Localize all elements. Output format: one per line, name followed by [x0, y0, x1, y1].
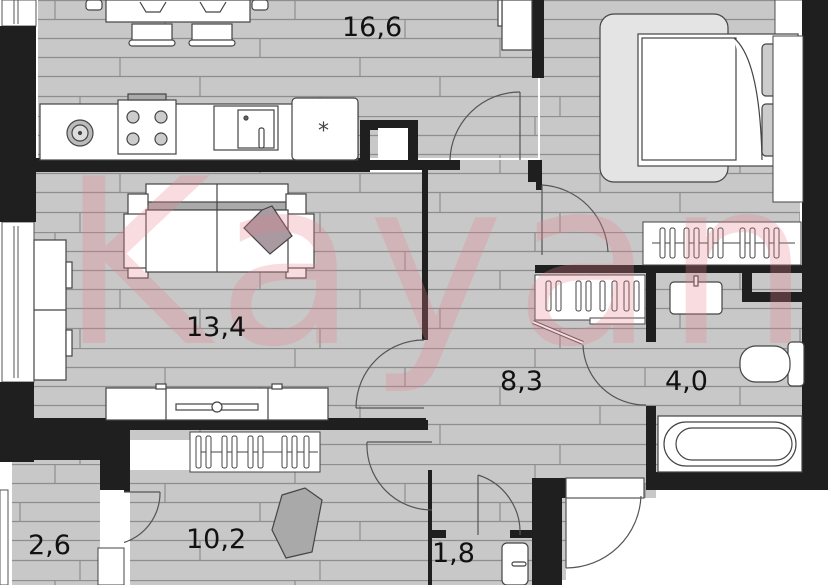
door-living[interactable] [355, 339, 425, 409]
entrance-landing [566, 498, 828, 585]
door-kitchen[interactable] [449, 91, 521, 161]
area-label-kitchen-dining: 16,6 [342, 12, 403, 43]
kitchen-counter: * [39, 93, 359, 161]
toilet-icon [739, 341, 805, 387]
doors [106, 91, 647, 569]
washing-machine-icon [66, 119, 94, 147]
area-label-hallway: 8,3 [500, 366, 543, 397]
window-bedroom-right [774, 0, 806, 37]
fridge-icon: * [291, 97, 359, 161]
svg-text:*: * [318, 119, 329, 144]
sink-icon [213, 105, 279, 151]
wardrobe-bedroom-2 [130, 431, 321, 473]
bathtub-icon [657, 415, 803, 473]
media-console [105, 383, 329, 421]
pouf-icon [271, 487, 323, 559]
tv-cabinet-side [33, 239, 73, 381]
door-bathroom[interactable] [532, 320, 647, 406]
area-label-wc: 1,8 [432, 538, 475, 569]
window-kitchen [1, 0, 37, 27]
bathroom-sink-icon [669, 281, 723, 315]
wardrobe-hallway [534, 274, 646, 325]
closet-niche [378, 128, 408, 158]
bed [599, 13, 799, 183]
balcony-doorway [100, 490, 124, 550]
balcony-door-frame [97, 547, 125, 585]
door-bedroom[interactable] [541, 184, 609, 255]
bathroom-fixtures [657, 275, 805, 473]
dining-table-set [85, 0, 269, 47]
area-label-bedroom-2: 10,2 [186, 524, 247, 555]
cooktop-icon [117, 93, 177, 155]
window-balcony [0, 489, 9, 585]
floor-balcony [12, 460, 107, 585]
wc-sink-icon [501, 542, 529, 585]
door-bedroom-2[interactable] [366, 441, 433, 511]
wardrobe-bedroom [642, 221, 802, 266]
area-label-bathroom: 4,0 [665, 366, 708, 397]
sofa [123, 183, 315, 279]
area-label-balcony: 2,6 [28, 530, 71, 561]
kitchen-cabinet-right [497, 0, 533, 51]
door-wc[interactable] [477, 474, 521, 536]
area-label-living-room: 13,4 [186, 312, 247, 343]
cushion-icon [243, 205, 293, 255]
bedroom-shelf-right [772, 35, 804, 203]
door-entrance[interactable] [565, 477, 645, 569]
